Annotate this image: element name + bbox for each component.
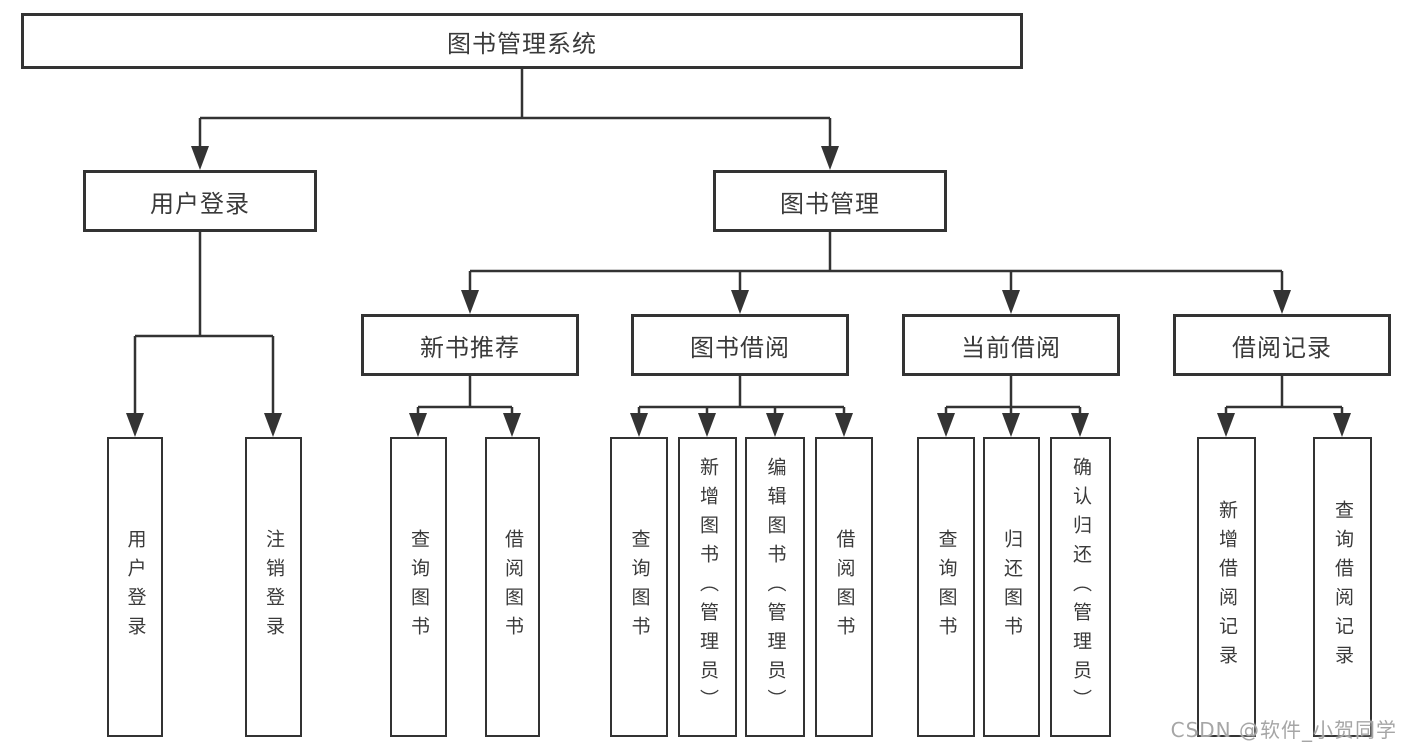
- connector-new-book-children: [409, 376, 521, 437]
- leaf-query-borrow-record: 查询借阅记录: [1313, 437, 1372, 737]
- leaf-query-books-recommend: 查询图书: [390, 437, 447, 737]
- connector-user-login-children: [126, 232, 282, 437]
- node-borrow-records-label: 借阅记录: [1232, 333, 1332, 362]
- leaf-query-books-recommend-label: 查询图书: [408, 529, 430, 645]
- arrowhead: [1002, 413, 1020, 437]
- leaf-return-book-label: 归还图书: [1001, 529, 1023, 645]
- connector-book-management-children: [461, 232, 1291, 314]
- arrowhead: [698, 413, 716, 437]
- leaf-query-books-borrow-label: 查询图书: [628, 529, 651, 645]
- leaf-borrow-books-label: 借阅图书: [833, 529, 856, 645]
- node-current-borrow: 当前借阅: [902, 314, 1120, 376]
- node-user-login-label: 用户登录: [150, 189, 250, 218]
- connector-line: [468, 232, 1284, 292]
- arrowhead: [821, 146, 839, 170]
- arrowhead: [937, 413, 955, 437]
- node-new-book-recommend: 新书推荐: [361, 314, 579, 376]
- arrowhead: [1333, 413, 1351, 437]
- node-book-borrow: 图书借阅: [631, 314, 849, 376]
- arrowhead: [1217, 413, 1235, 437]
- leaf-add-borrow-record: 新增借阅记录: [1197, 437, 1256, 737]
- connector-line: [1224, 376, 1344, 415]
- arrowhead: [630, 413, 648, 437]
- leaf-user-login: 用户登录: [107, 437, 163, 737]
- node-book-management-label: 图书管理: [780, 189, 880, 218]
- leaf-query-borrow-record-label: 查询借阅记录: [1332, 500, 1354, 674]
- leaf-confirm-return-admin-label: 确认归还（管理员）: [1070, 456, 1092, 718]
- node-root: 图书管理系统: [21, 13, 1023, 69]
- leaf-query-books-borrow: 查询图书: [610, 437, 668, 737]
- arrowhead: [409, 413, 427, 437]
- csdn-watermark: CSDN @软件_小贺同学: [1170, 718, 1397, 742]
- connector-line: [637, 376, 846, 415]
- arrowhead: [503, 413, 521, 437]
- leaf-confirm-return-admin: 确认归还（管理员）: [1050, 437, 1111, 737]
- arrowhead: [126, 413, 144, 437]
- node-root-label: 图书管理系统: [447, 29, 597, 58]
- node-book-management: 图书管理: [713, 170, 947, 232]
- leaf-add-borrow-record-label: 新增借阅记录: [1216, 500, 1238, 674]
- node-new-book-recommend-label: 新书推荐: [420, 333, 520, 362]
- leaf-edit-book-admin: 编辑图书（管理员）: [745, 437, 805, 737]
- leaf-borrow-books-recommend-label: 借阅图书: [502, 529, 524, 645]
- connector-line: [198, 69, 832, 148]
- arrowhead: [835, 413, 853, 437]
- connector-borrow-records-children: [1217, 376, 1351, 437]
- leaf-query-books-current: 查询图书: [917, 437, 975, 737]
- connector-current-borrow-children: [937, 376, 1089, 437]
- arrowhead: [731, 290, 749, 314]
- leaf-return-book: 归还图书: [983, 437, 1040, 737]
- arrowhead: [264, 413, 282, 437]
- arrowhead: [1273, 290, 1291, 314]
- leaf-borrow-books: 借阅图书: [815, 437, 873, 737]
- connector-book-borrow-children: [630, 376, 853, 437]
- arrowhead: [1071, 413, 1089, 437]
- leaf-add-book-admin-label: 新增图书（管理员）: [697, 456, 719, 718]
- arrowhead: [1002, 290, 1020, 314]
- leaf-query-books-current-label: 查询图书: [935, 529, 958, 645]
- arrowhead: [191, 146, 209, 170]
- arrowhead: [461, 290, 479, 314]
- connector-root-to-level2: [191, 69, 839, 170]
- node-current-borrow-label: 当前借阅: [961, 333, 1061, 362]
- node-borrow-records: 借阅记录: [1173, 314, 1391, 376]
- node-user-login: 用户登录: [83, 170, 317, 232]
- node-book-borrow-label: 图书借阅: [690, 333, 790, 362]
- connector-line: [133, 232, 275, 415]
- arrowhead: [766, 413, 784, 437]
- connector-line: [416, 376, 514, 415]
- leaf-user-login-label: 用户登录: [124, 529, 147, 645]
- leaf-edit-book-admin-label: 编辑图书（管理员）: [764, 456, 787, 718]
- connector-line: [944, 376, 1082, 415]
- leaf-borrow-books-recommend: 借阅图书: [485, 437, 540, 737]
- leaf-logout: 注销登录: [245, 437, 302, 737]
- leaf-logout-label: 注销登录: [263, 529, 285, 645]
- leaf-add-book-admin: 新增图书（管理员）: [678, 437, 737, 737]
